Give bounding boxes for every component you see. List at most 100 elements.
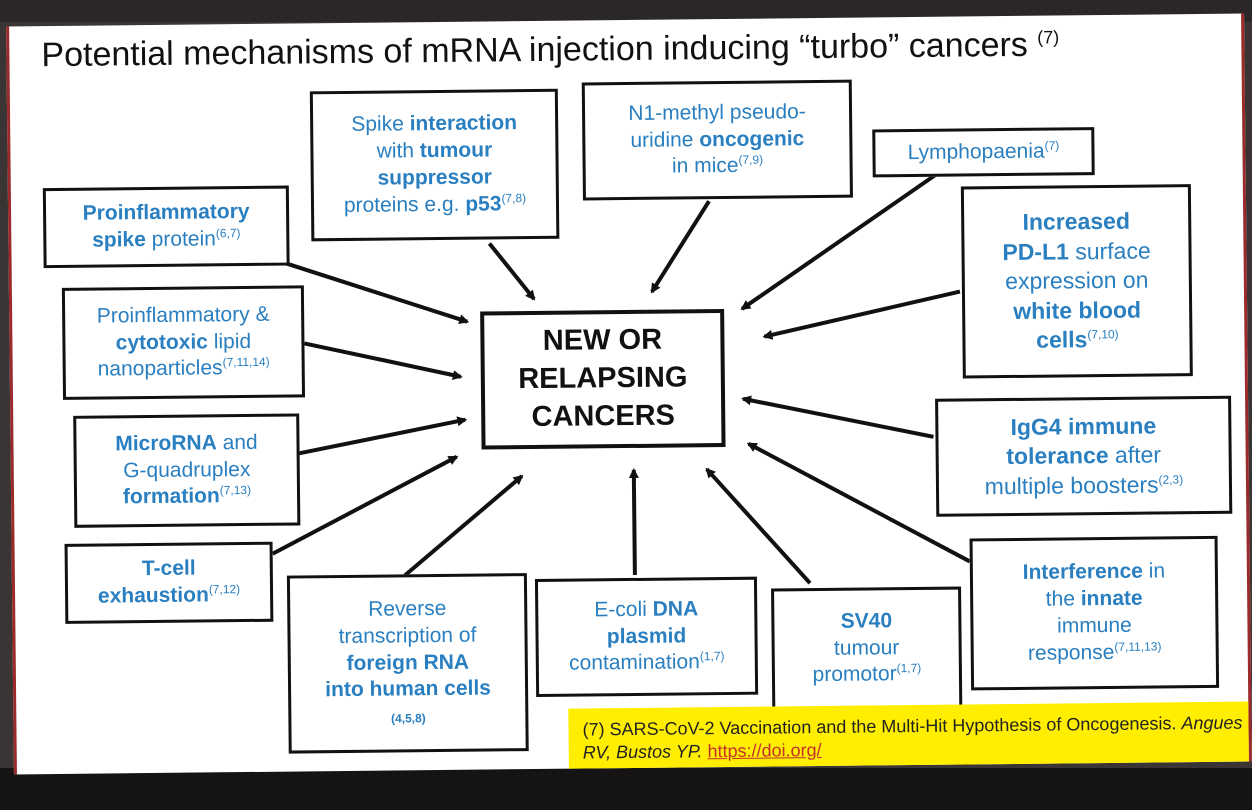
box-microrna: MicroRNA and G-quadruplex formation(7,13… [73,413,301,528]
citation: (1,7) [896,661,922,676]
text: protein [145,227,217,252]
box-sv40: SV40 tumour promotor(1,7) [771,586,963,711]
text: the [1045,587,1081,611]
text-bold: into human cells [325,676,492,702]
text: N1-methyl pseudo- [628,99,806,125]
text: multiple boosters [984,471,1159,499]
arrow-pdl1 [762,289,961,340]
box-tcell: T-cell exhaustion(7,12) [64,541,274,624]
arrow-lymphopaenia [740,173,937,311]
text: and [216,430,258,455]
text: surface [1068,237,1151,265]
reference-number: (7) [582,719,605,740]
arrow-proinflammatory-spike [286,261,470,324]
reference-note: (7) SARS-CoV-2 Vaccination and the Multi… [568,701,1252,775]
text-bold: PD-L1 [1002,238,1069,265]
box-lymphopaenia: Lymphopaenia(7) [872,127,1095,178]
arrow-spike-interaction [487,242,536,301]
citation: (4,5,8) [390,711,426,726]
text: proteins e.g. [343,192,466,217]
text-bold: MicroRNA [115,431,217,456]
text-bold: Proinflammatory [82,200,250,225]
text: transcription of [338,623,477,648]
citation: (7) [1044,138,1060,153]
text-bold: exhaustion [97,583,209,608]
text-bold: p53 [465,192,502,216]
text-bold: oncogenic [699,126,805,151]
citation: (7,12) [208,582,241,597]
citation: (1,7) [699,649,725,664]
citation: (7,13) [219,483,252,498]
text: in [1142,559,1166,583]
center-line-3: CANCERS [531,399,676,433]
reference-text: SARS-CoV-2 Vaccination and the Multi-Hit… [604,713,1182,740]
arrow-ecoli [628,467,639,575]
text: tumour [833,635,900,660]
text: response [1027,640,1115,665]
arrow-sv40 [705,467,812,585]
text-bold: cells [1036,326,1088,353]
citation: (7,9) [738,153,764,168]
center-line-1: NEW OR [542,324,663,358]
box-innate-immune: Interference in the innate immune respon… [969,535,1220,691]
text: in mice [671,154,739,178]
arrow-n1-methyl [650,200,711,294]
text: E-coli [594,597,653,622]
text-bold: white blood [1013,296,1142,324]
slide: Potential mechanisms of mRNA injection i… [6,13,1252,775]
text-bold: tolerance [1006,442,1109,470]
arrow-microrna [298,416,468,456]
text-bold: interaction [409,111,518,136]
text-bold: spike [92,228,146,252]
box-igg4: IgG4 immune tolerance after multiple boo… [935,395,1233,517]
text-bold: innate [1080,586,1143,611]
text-bold: SV40 [840,608,893,633]
text-bold: tumour [419,138,493,163]
text: lipid [207,329,252,353]
arrow-igg4 [741,395,934,439]
bottom-strip [0,768,1252,810]
citation: (7,11,13) [1114,639,1162,654]
text-bold: plasmid [606,623,687,648]
text: Proinflammatory & [96,302,270,328]
text-bold: Increased [1022,208,1131,236]
arrows-layer [271,173,971,585]
text: with [376,139,420,163]
arrow-innate [746,441,971,564]
box-reverse-transcription: Reverse transcription of foreign RNA int… [286,573,529,754]
text: Reverse [368,596,447,621]
text-bold: formation [122,484,220,509]
text: expression on [1005,266,1149,295]
citation: (7,11,14) [222,355,270,370]
arrow-lipid [304,341,463,380]
text: Spike [351,112,410,137]
citation: (7,8) [501,190,527,206]
text-bold: T-cell [141,556,196,581]
text: promotor [812,662,897,687]
center-line-2: RELAPSING [518,361,688,396]
box-proinflammatory-spike: Proinflammatory spike protein(6,7) [42,185,290,269]
arrow-tcell [271,455,459,556]
text: after [1108,441,1162,469]
citation: (2,3) [1158,472,1184,487]
text: nanoparticles [97,356,223,381]
box-lipid-nanoparticles: Proinflammatory & cytotoxic lipid nanopa… [61,285,306,400]
center-node-cancers: NEW OR RELAPSING CANCERS [480,308,726,450]
text-bold: Interference [1022,559,1144,585]
text-bold: cytotoxic [115,329,209,354]
citation: (6,7) [215,226,241,241]
text-bold: suppressor [377,165,493,190]
reference-link[interactable]: https://doi.org/ [707,739,822,761]
text-bold: IgG4 immune [1010,412,1157,440]
text-bold: foreign RNA [346,650,470,675]
arrow-reverse [403,474,524,577]
text: G-quadruplex [123,457,251,482]
box-pdl1: Increased PD-L1 surface expression on wh… [960,184,1193,379]
text-bold: DNA [652,596,699,621]
citation: (7,10) [1087,327,1119,342]
text: Lymphopaenia [907,139,1045,164]
text: contamination [568,650,700,676]
text: uridine [630,127,700,152]
box-spike-interaction: Spike interaction with tumour suppressor… [309,88,560,242]
box-n1-methyl: N1-methyl pseudo- uridine oncogenic in m… [581,79,853,201]
